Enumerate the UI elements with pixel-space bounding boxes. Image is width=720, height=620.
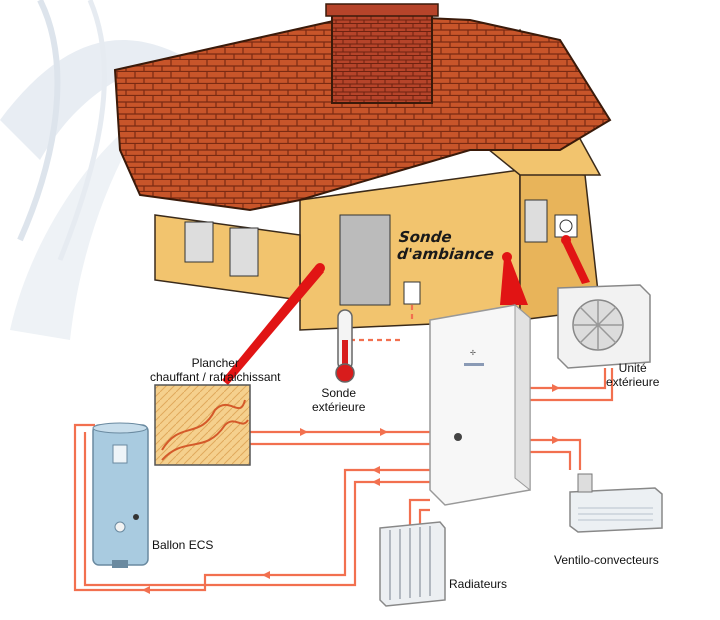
- ambient-sensor-icon: [403, 281, 421, 305]
- label-radiateurs: Radiateurs: [449, 577, 508, 591]
- flow-arrows: [142, 384, 560, 594]
- chimney: [331, 7, 433, 104]
- hot-water-tank: [92, 422, 149, 568]
- roof: [113, 13, 612, 212]
- heat-pump-indoor-unit: ✢: [429, 303, 531, 506]
- label-unite-line1: Unité: [618, 361, 647, 375]
- label-ventilo-convecteurs: Ventilo-convecteurs: [554, 553, 659, 567]
- wall-vent-icon: [554, 214, 578, 238]
- window-left: [184, 221, 214, 263]
- label-unite-line2: extérieure: [606, 375, 660, 389]
- label-sonde-ambiance: Sonde d'ambiance: [396, 228, 496, 263]
- label-sonde-ambiance-line2: d'ambiance: [396, 245, 495, 263]
- label-unite-exterieure: Unité extérieure: [606, 361, 659, 389]
- pointer-lines: [222, 235, 590, 385]
- house: [113, 3, 612, 331]
- remote-control-icon: [577, 473, 593, 493]
- outdoor-sensor-thermometer-icon: [335, 309, 355, 383]
- svg-text:✢: ✢: [470, 349, 476, 357]
- fan-coil-unit: [569, 473, 663, 533]
- label-sonde-exterieure-line1: Sonde: [321, 386, 357, 400]
- window-center: [229, 227, 259, 277]
- side-window: [524, 199, 548, 243]
- house-left-wall: [154, 214, 301, 301]
- outdoor-unit: [557, 284, 651, 369]
- label-ballon-ecs: Ballon ECS: [152, 538, 214, 552]
- floor-heating-panel: [154, 384, 251, 466]
- label-sonde-exterieure-line2: extérieure: [312, 400, 366, 414]
- label-plancher-line1: Plancher: [191, 356, 239, 370]
- label-sonde-ambiance-line1: Sonde: [398, 228, 453, 246]
- label-plancher-line2: chauffant / rafraichissant: [150, 370, 281, 384]
- label-sonde-exterieure: Sonde extérieure: [312, 386, 365, 414]
- patio-door: [339, 214, 391, 306]
- background-swoosh: [0, 0, 190, 340]
- label-plancher: Plancher chauffant / rafraichissant: [150, 356, 281, 384]
- radiator: [379, 521, 446, 607]
